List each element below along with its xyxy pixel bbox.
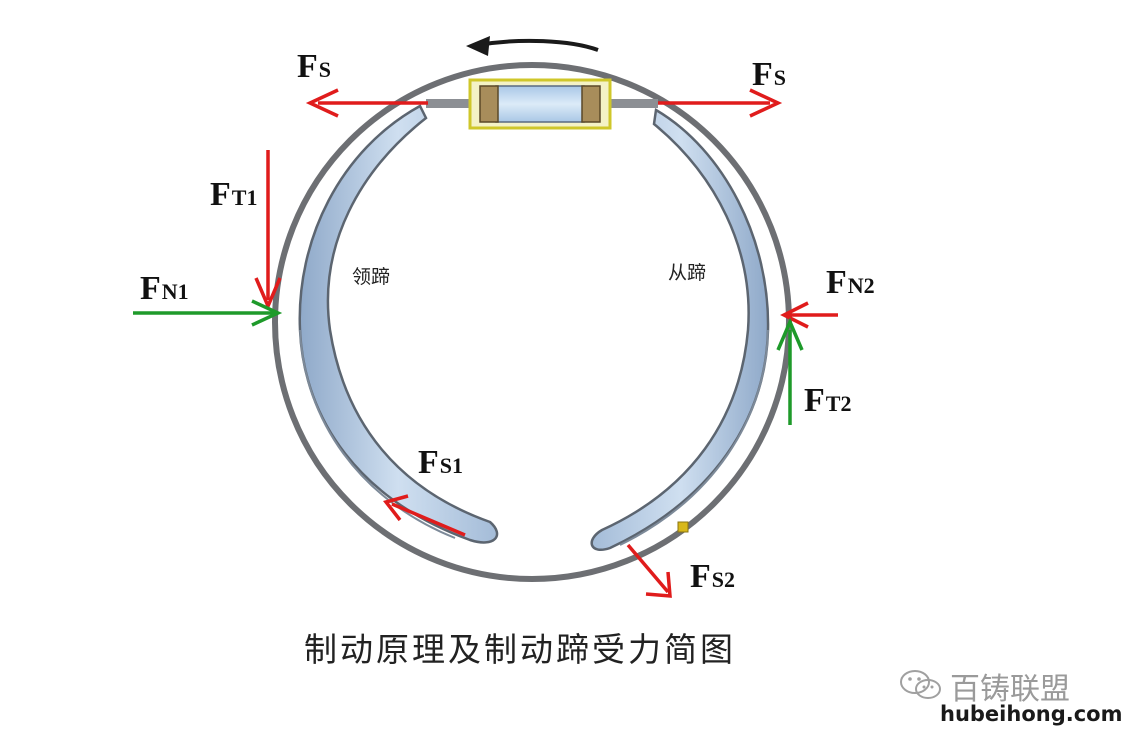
- watermark-url: hubeihong.com: [940, 702, 1123, 726]
- label-ft2-main: F: [804, 382, 825, 419]
- diagram-caption: 制动原理及制动蹄受力简图: [304, 630, 736, 669]
- label-fn2-main: F: [826, 264, 847, 301]
- fn1-arrowhead: [251, 299, 283, 327]
- fs1-arrowhead: [383, 494, 409, 522]
- piston-right: [581, 85, 601, 123]
- label-fn1-main: F: [140, 270, 161, 307]
- fs1-arrow: [391, 502, 466, 537]
- label-fn1-sub: N1: [161, 279, 189, 304]
- trailing-shoe-lining: [619, 329, 769, 546]
- watermark-brand: 百铸联盟: [950, 672, 1070, 707]
- leading-shoe-lining: [299, 329, 456, 539]
- label-fs1-sub: S1: [439, 453, 464, 478]
- label-fs-left-sub: S: [318, 57, 332, 82]
- label-ft1-main: F: [210, 176, 231, 213]
- label-ft1-sub: T1: [231, 185, 258, 210]
- label-fs-left: FS: [297, 50, 331, 84]
- fs2-arrow: [626, 543, 670, 594]
- label-fn2-sub: N2: [847, 273, 875, 298]
- label-fs-right-main: F: [752, 56, 773, 93]
- trailing-shoe: [590, 107, 770, 551]
- label-fs2-sub: S2: [711, 567, 736, 592]
- ft2-arrowhead: [776, 317, 804, 351]
- cylinder-rod-left: [426, 99, 476, 108]
- wheel-cylinder-body: [495, 85, 585, 123]
- rotation-arc: [477, 38, 599, 52]
- label-fs1: FS1: [418, 446, 463, 480]
- fs-left-arrowhead: [305, 88, 339, 118]
- label-fs-right: FS: [752, 58, 786, 92]
- label-fn2: FN2: [826, 266, 875, 300]
- label-fs2-main: F: [690, 558, 711, 595]
- label-ft2: FT2: [804, 384, 851, 418]
- wechat-icon: [900, 670, 941, 699]
- brake-drum: [272, 62, 792, 582]
- anchor-pin: [677, 521, 689, 533]
- label-ft1: FT1: [210, 178, 257, 212]
- cylinder-rod-right: [608, 99, 658, 108]
- label-ft2-sub: T2: [825, 391, 852, 416]
- fn2-arrowhead: [780, 301, 809, 329]
- label-fs1-main: F: [418, 444, 439, 481]
- label-fs-right-sub: S: [773, 65, 787, 90]
- label-fs2: FS2: [690, 560, 735, 594]
- leading-shoe-label: 领蹄: [352, 266, 391, 288]
- label-fs-left-main: F: [297, 48, 318, 85]
- fs-right-arrowhead: [749, 88, 783, 118]
- label-fn1: FN1: [140, 272, 189, 306]
- trailing-shoe-label: 从蹄: [668, 262, 707, 284]
- rotation-arrowhead: [466, 36, 490, 56]
- fs2-arrowhead: [645, 571, 672, 598]
- piston-left: [479, 85, 499, 123]
- ft1-arrowhead: [254, 277, 282, 311]
- leading-shoe: [298, 104, 499, 544]
